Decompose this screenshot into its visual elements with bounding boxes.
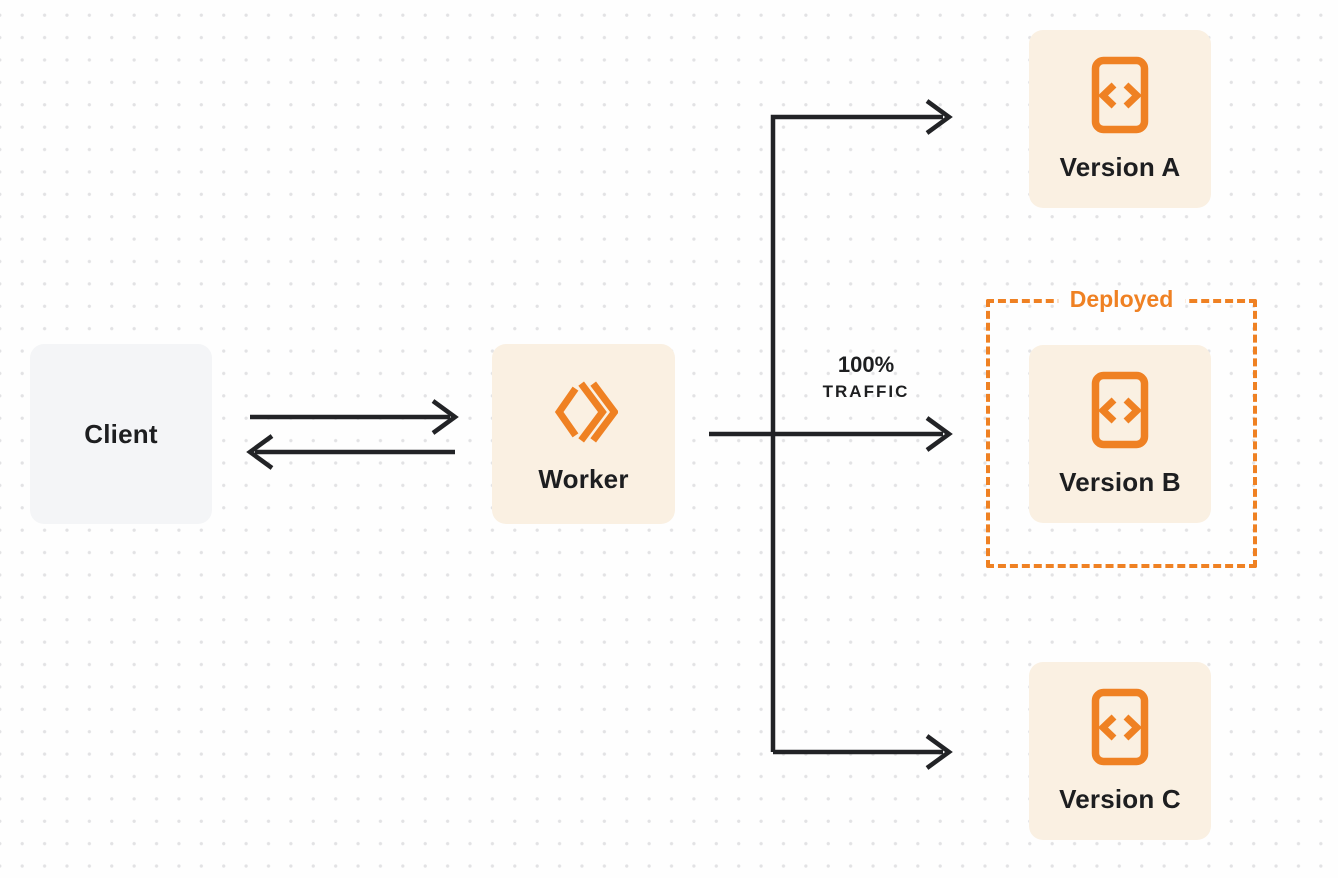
traffic-percent-text: 100% [837,352,895,377]
version-c-label: Version C [1059,783,1181,814]
deployed-label: Deployed [1057,286,1186,313]
client-to-worker-arrow [250,399,459,435]
code-file-icon [1091,688,1149,766]
deployed-boundary: Deployed [986,286,1257,568]
worker-to-version-a-arrow [770,99,953,752]
worker-to-version-b-arrow [709,416,953,452]
worker-to-client-arrow [246,434,455,470]
traffic-annotation: 100% TRAFFIC [791,351,941,405]
version-b-label: Version B [1059,466,1181,497]
worker-to-version-c-arrow [773,734,953,770]
worker-label: Worker [538,463,629,494]
version-b-node: Version B [1029,345,1211,523]
version-a-label: Version A [1059,151,1181,182]
worker-node: Worker [492,344,675,524]
client-node: Client [30,344,212,524]
version-a-node: Version A [1029,30,1211,208]
workers-logo-icon [550,374,618,450]
traffic-word-text: TRAFFIC [822,382,910,401]
code-file-icon [1091,56,1149,134]
code-file-icon [1091,371,1149,449]
version-c-node: Version C [1029,662,1211,840]
client-label: Client [84,418,158,449]
